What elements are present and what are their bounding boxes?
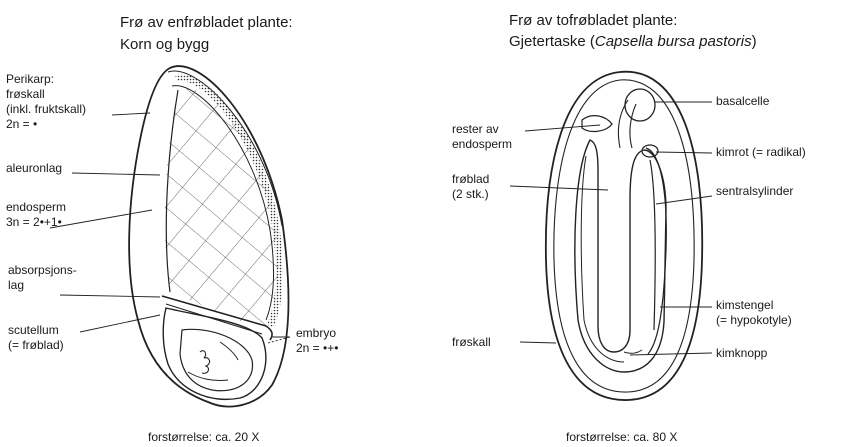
plumule <box>624 350 642 353</box>
label-embryo-ploidy: 2n = •+• <box>296 341 338 356</box>
label-absorpsjonslag-2: lag <box>8 278 24 293</box>
label-froblad-right: frøblad <box>452 172 489 187</box>
label-perikarp-ploidy: 2n = • <box>6 117 37 132</box>
label-sentralsylinder: sentralsylinder <box>716 184 793 199</box>
label-kimrot: kimrot (= radikal) <box>716 145 806 160</box>
label-absorpsjonslag: absorpsjons- <box>8 263 77 278</box>
label-endosperm-left: endosperm <box>6 200 66 215</box>
right-title-species: Capsella bursa pastoris <box>595 33 752 50</box>
label-aleuronlag: aleuronlag <box>6 161 62 176</box>
label-endosperm-right: endosperm <box>452 137 512 152</box>
grain-seed-drawing <box>50 66 300 406</box>
left-magnification-caption: forstørrelse: ca. 20 X <box>148 430 259 444</box>
embryo-outline <box>180 329 253 390</box>
label-scutellum: scutellum <box>8 323 59 338</box>
label-hypokotyle: (= hypokotyle) <box>716 313 792 328</box>
left-title-line2: Korn og bygg <box>120 34 209 55</box>
label-scutellum-2: (= frøblad) <box>8 338 64 353</box>
right-title-suffix: ) <box>752 33 757 50</box>
radicle-tip <box>642 145 658 157</box>
label-kimstengel: kimstengel <box>716 298 773 313</box>
right-title-prefix: Gjetertaske ( <box>509 33 595 50</box>
label-basalcelle: basalcelle <box>716 94 769 109</box>
right-title-line2: Gjetertaske (Capsella bursa pastoris) <box>509 31 757 52</box>
label-rester-av: rester av <box>452 122 499 137</box>
label-froskall-right: frøskall <box>452 335 491 350</box>
right-title-line1: Frø av tofrøbladet plante: <box>509 10 677 31</box>
right-magnification-caption: forstørrelse: ca. 80 X <box>566 430 677 444</box>
endosperm-remnant <box>582 116 612 132</box>
label-fruktskall: (inkl. fruktskall) <box>6 102 86 117</box>
left-title-line1: Frø av enfrøbladet plante: <box>120 12 293 33</box>
capsella-seed-drawing <box>510 72 712 400</box>
label-froblad-count: (2 stk.) <box>452 187 489 202</box>
label-perikarp: Perikarp: <box>6 72 54 87</box>
label-embryo: embryo <box>296 326 336 341</box>
basal-cell <box>625 89 655 121</box>
label-endosperm-ploidy: 3n = 2•+1• <box>6 215 62 230</box>
label-kimknopp: kimknopp <box>716 346 767 361</box>
label-froskall-left: frøskall <box>6 87 45 102</box>
